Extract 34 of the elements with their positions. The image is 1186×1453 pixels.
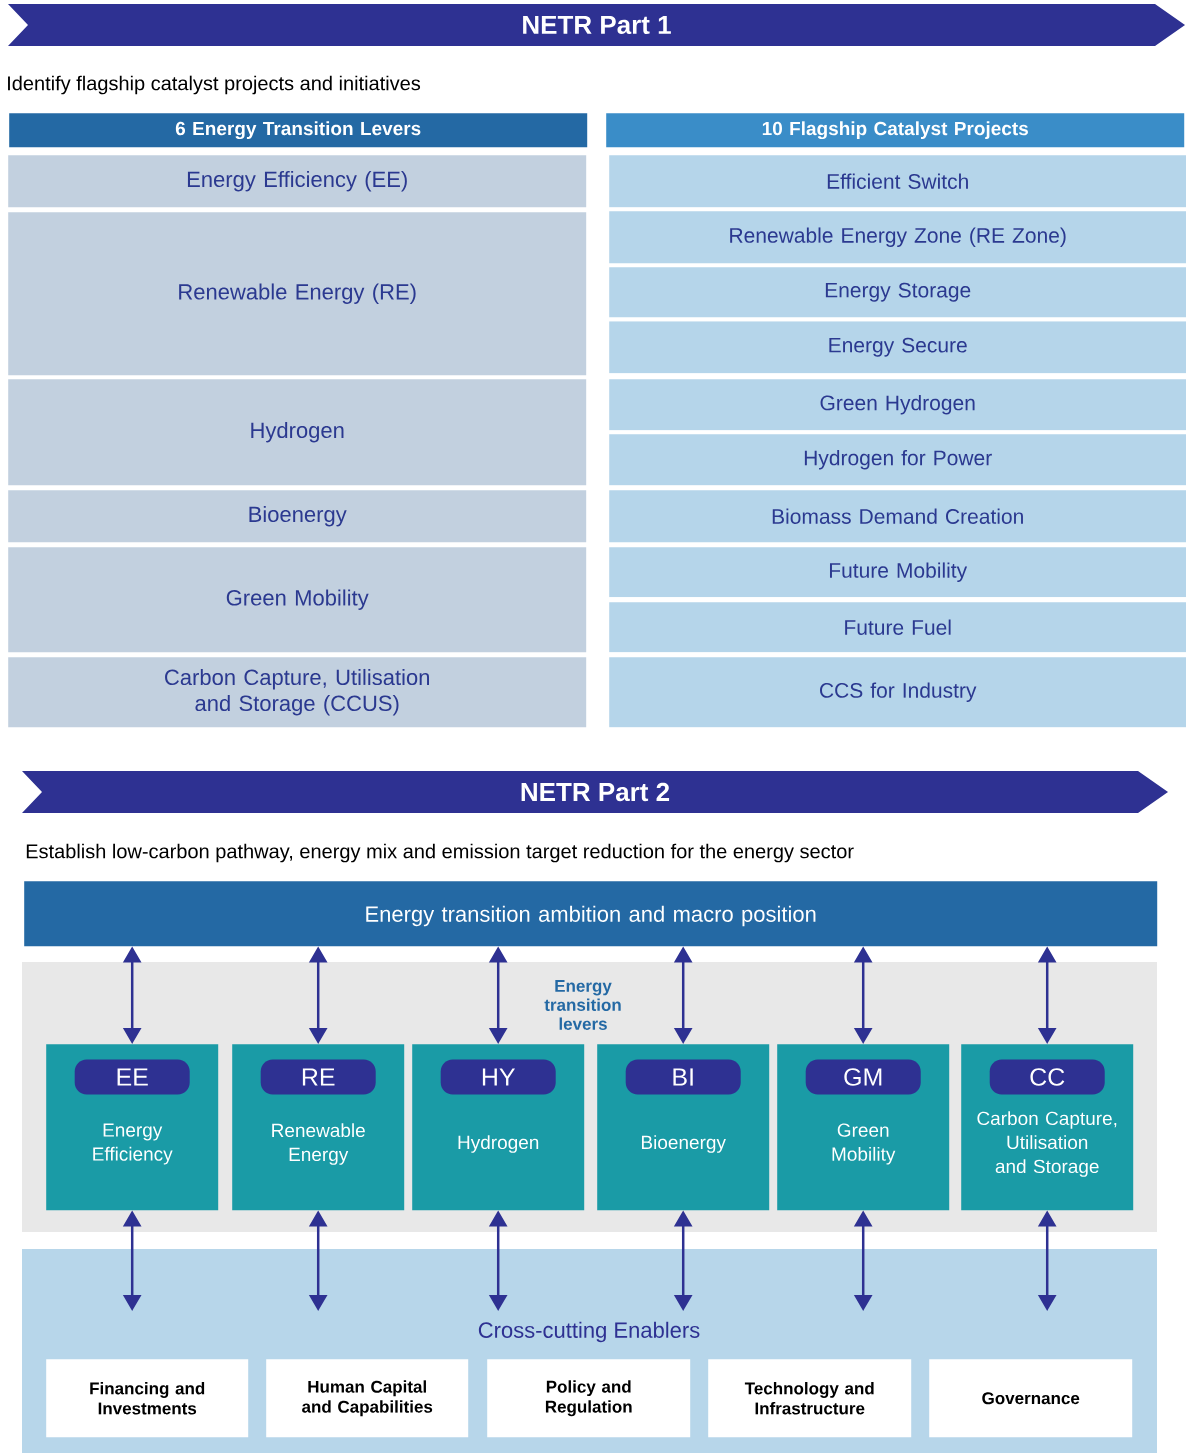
enabler-box: Governance bbox=[929, 1359, 1133, 1438]
project-row: Future Mobility bbox=[609, 547, 1186, 598]
project-row: Efficient Switch bbox=[609, 155, 1186, 208]
subtitle: Establish low-carbon pathway, energy mix and emission target reduction for the energy sector bbox=[26, 843, 854, 863]
lever-row: Bioenergy bbox=[8, 490, 587, 543]
column-header: 6 Energy Transition Levers bbox=[9, 113, 588, 148]
project-row: Renewable Energy Zone (RE Zone) bbox=[609, 211, 1186, 264]
lever-box: CC Carbon Capture, Utilisation and Storage bbox=[961, 1044, 1134, 1211]
banner: NETR Part 1 bbox=[8, 4, 1185, 46]
project-row: Future Fuel bbox=[609, 602, 1186, 653]
lever-row: Energy Efficiency (EE) bbox=[8, 155, 587, 208]
lever-box: RE Renewable Energy bbox=[232, 1044, 405, 1211]
project-row: Energy Storage bbox=[609, 267, 1186, 318]
enabler-box: Policy and Regulation bbox=[487, 1359, 691, 1438]
project-row: Energy Secure bbox=[609, 321, 1186, 374]
project-row: Green Hydrogen bbox=[609, 379, 1186, 431]
column-header: 10 Flagship Catalyst Projects bbox=[606, 113, 1185, 148]
lever-box: HY Hydrogen bbox=[412, 1044, 585, 1211]
lever-row: Renewable Energy (RE) bbox=[8, 212, 587, 376]
project-row: CCS for Industry bbox=[609, 657, 1186, 728]
lever-box: GM Green Mobility bbox=[777, 1044, 950, 1211]
lever-row: Carbon Capture, Utilisation and Storage (CCUS) bbox=[8, 657, 587, 728]
subtitle: Identify flagship catalyst projects and initiatives bbox=[8, 75, 421, 95]
lever-row: Green Mobility bbox=[8, 547, 587, 653]
banner: NETR Part 2 bbox=[22, 771, 1168, 813]
ambition-bar: Energy transition ambition and macro position bbox=[24, 881, 1158, 947]
lever-row: Hydrogen bbox=[8, 379, 587, 486]
lever-box: EE Energy Efficiency bbox=[46, 1044, 219, 1211]
enabler-box: Technology and Infrastructure bbox=[708, 1359, 912, 1438]
enabler-box: Human Capital and Capabilities bbox=[266, 1359, 469, 1438]
project-row: Biomass Demand Creation bbox=[609, 490, 1186, 543]
lever-box: BI Bioenergy bbox=[597, 1044, 770, 1211]
enabler-box: Financing and Investments bbox=[46, 1359, 249, 1438]
project-row: Hydrogen for Power bbox=[609, 434, 1186, 486]
